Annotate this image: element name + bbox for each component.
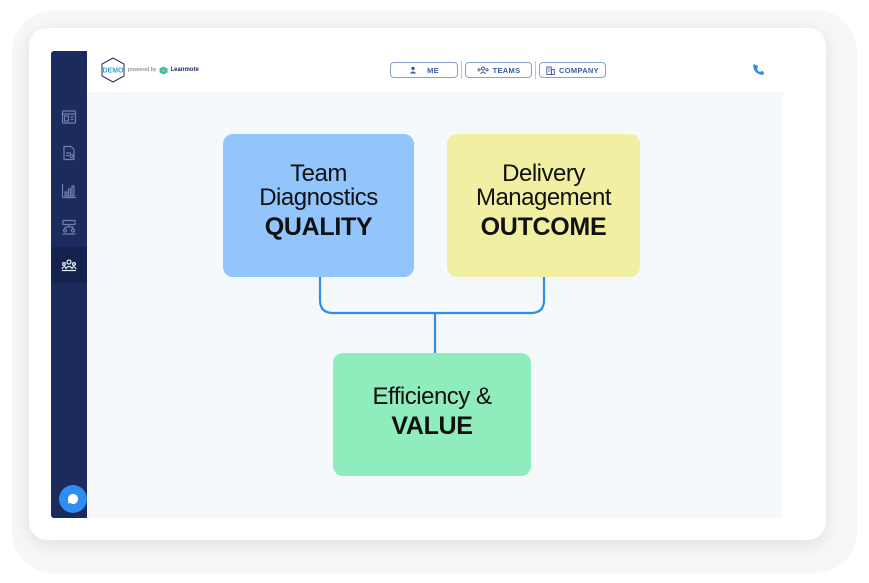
people-icon bbox=[61, 259, 77, 272]
user-icon bbox=[409, 66, 417, 74]
sidebar-item-org[interactable] bbox=[51, 209, 87, 245]
box3-bold: VALUE bbox=[391, 412, 473, 440]
logo-text: DEMO bbox=[103, 68, 125, 75]
box3-line1: Efficiency & bbox=[372, 383, 492, 410]
tab-me-label: ME bbox=[427, 65, 439, 75]
brand-name: Leanmote bbox=[170, 67, 199, 73]
building-icon bbox=[546, 66, 555, 75]
sidebar-item-dashboard[interactable] bbox=[51, 99, 87, 135]
box2-line2: Management bbox=[475, 184, 612, 211]
tab-teams[interactable]: TEAMS bbox=[465, 62, 532, 78]
document-icon bbox=[63, 145, 75, 161]
sidebar bbox=[51, 51, 87, 518]
delivery-management-box: Delivery Management OUTCOME bbox=[447, 134, 640, 277]
phone-icon bbox=[753, 64, 764, 75]
phone-button[interactable] bbox=[753, 63, 765, 81]
powered-by-text: powered by bbox=[128, 67, 157, 73]
demo-logo-icon: DEMO bbox=[101, 57, 125, 83]
org-chart-icon bbox=[62, 219, 76, 235]
dashboard-icon bbox=[61, 110, 77, 124]
box1-line2: Diagnostics bbox=[259, 184, 378, 211]
sidebar-item-document[interactable] bbox=[51, 135, 87, 171]
team-icon bbox=[477, 66, 489, 74]
team-diagnostics-box: Team Diagnostics QUALITY bbox=[223, 134, 414, 277]
nav-separator bbox=[535, 61, 536, 79]
box2-line1: Delivery bbox=[502, 160, 585, 187]
nav-tabs: ME TEAMS COMPANY bbox=[390, 61, 606, 79]
top-header: DEMO powered by Leanmote ME TEAMS bbox=[87, 51, 783, 93]
sidebar-item-people[interactable] bbox=[51, 247, 87, 283]
chat-icon bbox=[67, 493, 79, 504]
efficiency-value-box: Efficiency & VALUE bbox=[333, 353, 531, 476]
box1-line1: Team bbox=[290, 160, 347, 187]
nav-separator bbox=[461, 61, 462, 79]
logo[interactable]: DEMO powered by Leanmote bbox=[101, 57, 199, 83]
tab-company[interactable]: COMPANY bbox=[539, 62, 606, 78]
tab-me[interactable]: ME bbox=[390, 62, 458, 78]
box2-bold: OUTCOME bbox=[480, 213, 607, 241]
brand-icon bbox=[159, 66, 168, 74]
tab-company-label: COMPANY bbox=[559, 65, 599, 75]
sidebar-item-reports[interactable] bbox=[51, 173, 87, 209]
tab-teams-label: TEAMS bbox=[492, 65, 521, 75]
bar-chart-icon bbox=[61, 184, 76, 199]
chat-button[interactable] bbox=[59, 485, 87, 513]
box1-bold: QUALITY bbox=[264, 213, 373, 241]
